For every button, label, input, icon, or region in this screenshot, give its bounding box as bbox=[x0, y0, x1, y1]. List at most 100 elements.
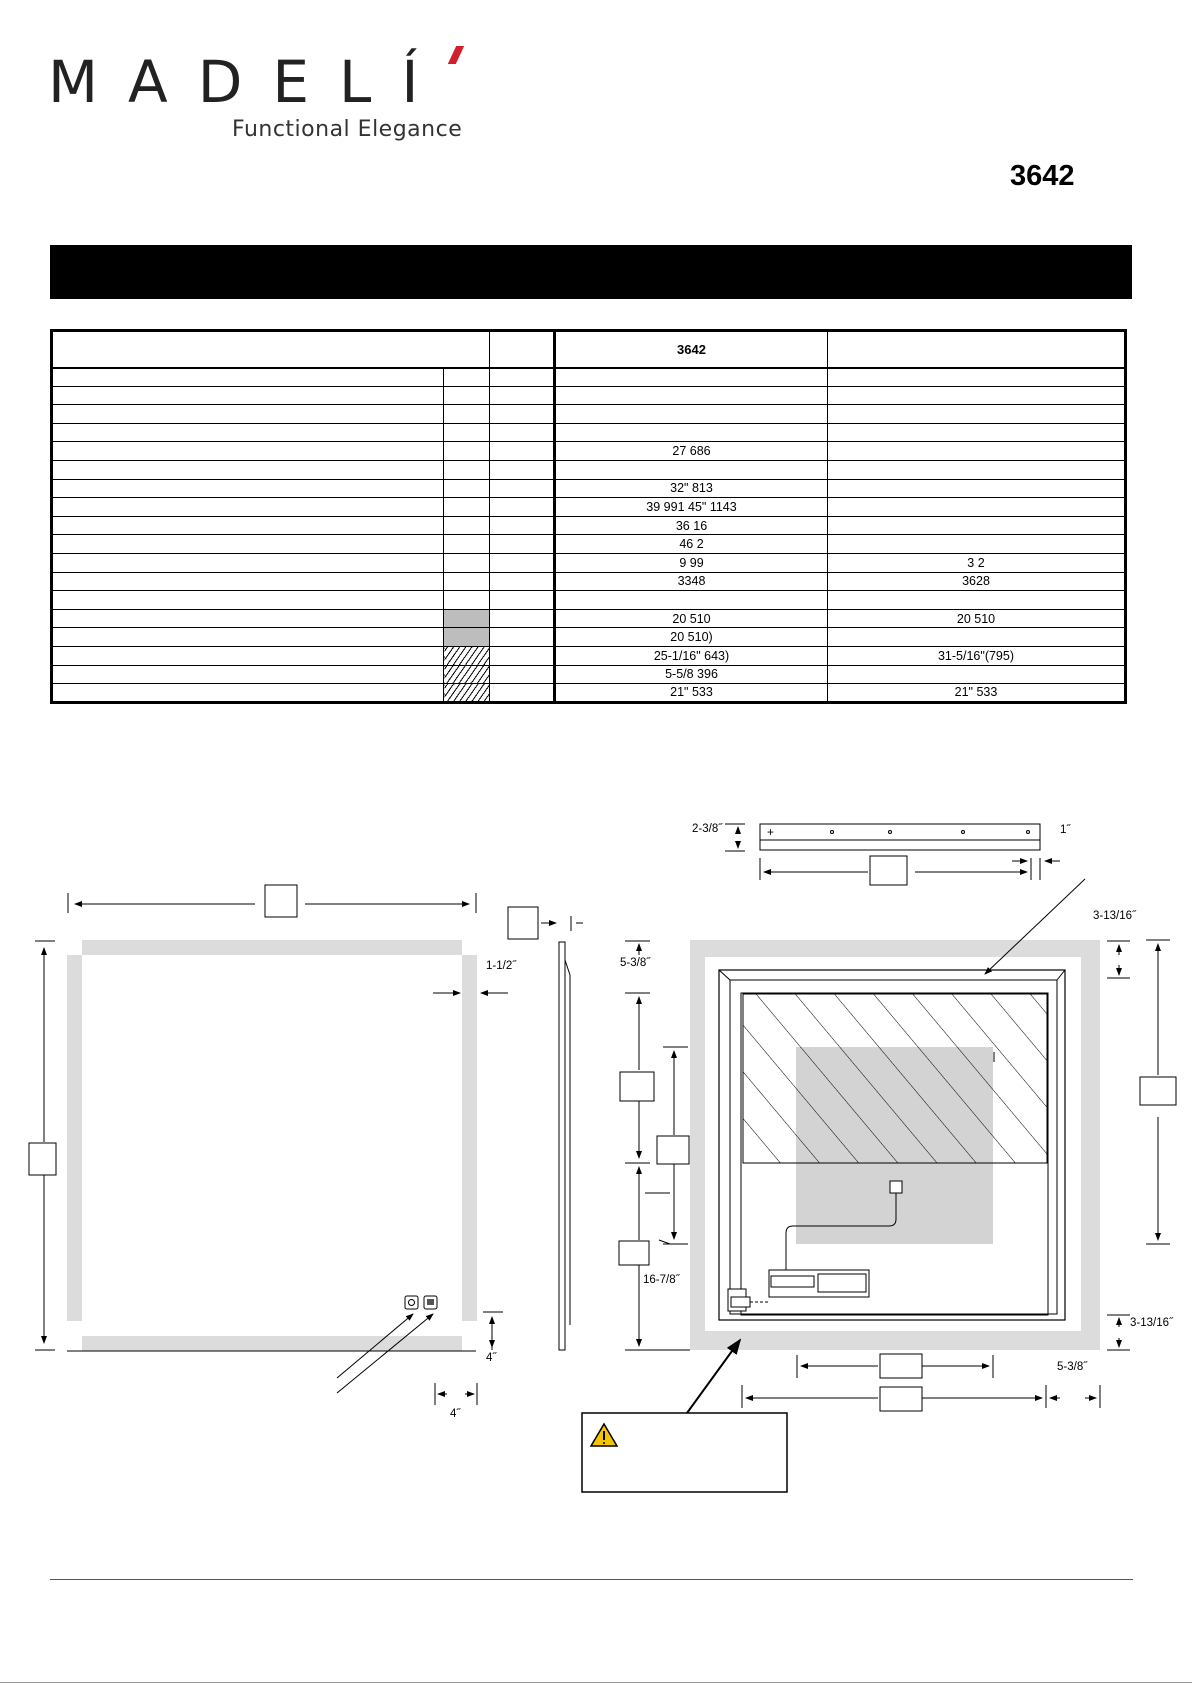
spec-row bbox=[51, 423, 1126, 443]
spec-row-swatch bbox=[443, 683, 490, 703]
front-bottom-band bbox=[82, 1336, 462, 1351]
spec-row-value-alt bbox=[827, 516, 1126, 536]
spec-row-label bbox=[51, 665, 444, 685]
spec-row-unit bbox=[489, 665, 555, 685]
spec-row-value-model: 32" 813 bbox=[553, 479, 828, 499]
front-right-band bbox=[462, 955, 477, 1321]
dim-back-bottom-offset: 3-13/16˝ bbox=[1130, 1317, 1174, 1329]
spec-row-value-model: 9 99 bbox=[553, 553, 828, 573]
spec-row-swatch bbox=[443, 497, 490, 517]
spec-row-label bbox=[51, 479, 444, 499]
spec-row-unit bbox=[489, 627, 555, 647]
spec-row-label bbox=[51, 386, 444, 406]
spec-row-label bbox=[51, 367, 444, 387]
spec-row bbox=[51, 460, 1126, 480]
spec-row-swatch bbox=[443, 479, 490, 499]
spec-row-value-alt: 20 510 bbox=[827, 609, 1126, 629]
top-bar-width-label-box bbox=[869, 855, 908, 886]
spec-row-swatch bbox=[443, 627, 490, 647]
spec-row-unit bbox=[489, 479, 555, 499]
spec-row-swatch bbox=[443, 441, 490, 461]
spec-row-label bbox=[51, 609, 444, 629]
spec-row-unit bbox=[489, 534, 555, 554]
spec-row-unit bbox=[489, 367, 555, 387]
spec-row-value-alt bbox=[827, 627, 1126, 647]
spec-row: 27 686 bbox=[51, 441, 1126, 461]
spec-row-swatch bbox=[443, 423, 490, 443]
front-width-label-box bbox=[264, 884, 298, 918]
spec-row-unit bbox=[489, 609, 555, 629]
spec-row-value-alt bbox=[827, 479, 1126, 499]
spec-row-swatch bbox=[443, 404, 490, 424]
spec-row-value-alt: 3628 bbox=[827, 572, 1126, 592]
front-height-label-box bbox=[28, 1142, 57, 1176]
side-view bbox=[507, 906, 583, 1351]
dim-front-border: 1-1/2˝ bbox=[486, 960, 517, 972]
warning-box bbox=[581, 1412, 788, 1493]
spec-row-value-alt bbox=[827, 367, 1126, 387]
spec-header-model: 3642 bbox=[553, 330, 828, 369]
spec-row-value-alt bbox=[827, 386, 1126, 406]
dim-front-bottom-width: 4˝ bbox=[450, 1408, 461, 1420]
spec-row-value-model: 46 2 bbox=[553, 534, 828, 554]
spec-row-label bbox=[51, 553, 444, 573]
side-depth-label-box bbox=[507, 906, 539, 940]
spec-row: 20 510) bbox=[51, 627, 1126, 647]
spec-row-unit bbox=[489, 590, 555, 610]
spec-row-value-alt bbox=[827, 404, 1126, 424]
spec-row-swatch bbox=[443, 553, 490, 573]
spec-row-value-model: 3348 bbox=[553, 572, 828, 592]
spec-header-alt bbox=[827, 330, 1126, 369]
dim-back-left-lower: 16-7/8˝ bbox=[643, 1274, 681, 1286]
spec-table-header: 3642 bbox=[51, 330, 1126, 369]
spec-row-unit bbox=[489, 386, 555, 406]
spec-row-unit bbox=[489, 441, 555, 461]
spec-row-unit bbox=[489, 572, 555, 592]
spec-row-swatch bbox=[443, 646, 490, 666]
spec-row-label bbox=[51, 627, 444, 647]
bottom-rule bbox=[0, 1682, 1192, 1683]
spec-row-value-model bbox=[553, 404, 828, 424]
spec-row-value-model bbox=[553, 460, 828, 480]
spec-row-value-model bbox=[553, 423, 828, 443]
spec-row-value-alt bbox=[827, 497, 1126, 517]
brand-logo: MADELÍ bbox=[48, 48, 449, 116]
spec-row-unit bbox=[489, 646, 555, 666]
spec-row-value-alt bbox=[827, 590, 1126, 610]
spec-row-swatch bbox=[443, 534, 490, 554]
spec-row-unit bbox=[489, 404, 555, 424]
spec-row-value-alt bbox=[827, 441, 1126, 461]
spec-header-label bbox=[51, 330, 490, 369]
svg-text:+: + bbox=[767, 825, 774, 839]
spec-row-swatch bbox=[443, 367, 490, 387]
spec-row-value-model: 20 510 bbox=[553, 609, 828, 629]
spec-header-unit bbox=[489, 330, 555, 369]
back-hatch-width-label-box bbox=[879, 1386, 923, 1412]
back-view: 3-13/16˝ 3-13/16˝ 5-3/8˝ 16-7/8˝ bbox=[581, 878, 1177, 1493]
dim-back-left-top: 5-3/8˝ bbox=[620, 957, 651, 969]
spec-row-label bbox=[51, 441, 444, 461]
spec-row-unit bbox=[489, 423, 555, 443]
spec-row bbox=[51, 590, 1126, 610]
back-left-lower-label-box bbox=[618, 1240, 650, 1266]
spec-row-value-alt: 3 2 bbox=[827, 553, 1126, 573]
spec-row: 36 16 bbox=[51, 516, 1126, 536]
spec-row-unit bbox=[489, 683, 555, 703]
front-top-band bbox=[82, 940, 462, 955]
model-number: 3642 bbox=[1010, 160, 1075, 192]
spec-row bbox=[51, 386, 1126, 406]
spec-row-label bbox=[51, 534, 444, 554]
front-view: 1-1/2˝ 4˝ 4˝ bbox=[28, 884, 517, 1420]
spec-row: 5-5/8 396 bbox=[51, 665, 1126, 685]
spec-row-value-alt: 21" 533 bbox=[827, 683, 1126, 703]
dim-back-top-offset: 3-13/16˝ bbox=[1093, 910, 1137, 922]
spec-row bbox=[51, 404, 1126, 424]
spec-row-unit bbox=[489, 460, 555, 480]
spec-row-label bbox=[51, 516, 444, 536]
spec-row-label bbox=[51, 423, 444, 443]
brand-tagline: Functional Elegance bbox=[232, 117, 463, 142]
back-gray-width-label-box bbox=[879, 1353, 923, 1379]
